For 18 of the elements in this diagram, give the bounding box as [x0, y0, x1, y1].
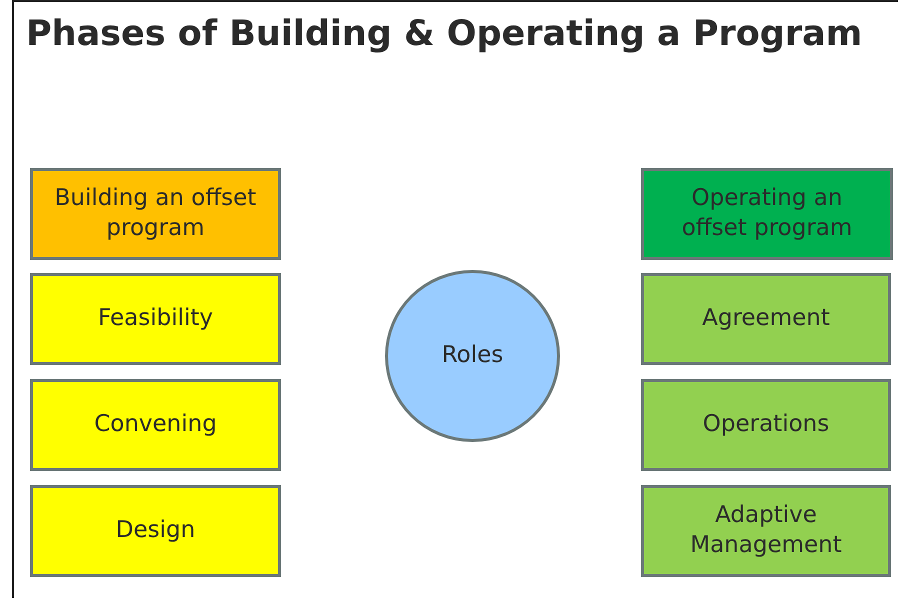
- node-label: Building an offset program: [54, 184, 258, 243]
- phase-box: [30, 379, 281, 471]
- phase-box: [30, 168, 281, 260]
- title: Phases of Building & Operating a Program: [26, 14, 862, 54]
- node-label: Operating an offset program: [680, 184, 854, 243]
- node-label: Feasibility: [98, 304, 213, 334]
- phase-box: [641, 485, 891, 577]
- node-label: Design: [116, 516, 196, 546]
- phase-box: [30, 485, 281, 577]
- phase-box: [641, 168, 893, 260]
- phase-box: [641, 273, 891, 365]
- node-label: Adaptive Management: [689, 501, 843, 560]
- node-label: Agreement: [702, 304, 830, 334]
- node-label: Roles: [442, 341, 504, 370]
- node-label: Operations: [702, 410, 830, 440]
- node-label: Convening: [94, 410, 217, 440]
- phase-box: [30, 273, 281, 365]
- phase-box: [641, 379, 891, 471]
